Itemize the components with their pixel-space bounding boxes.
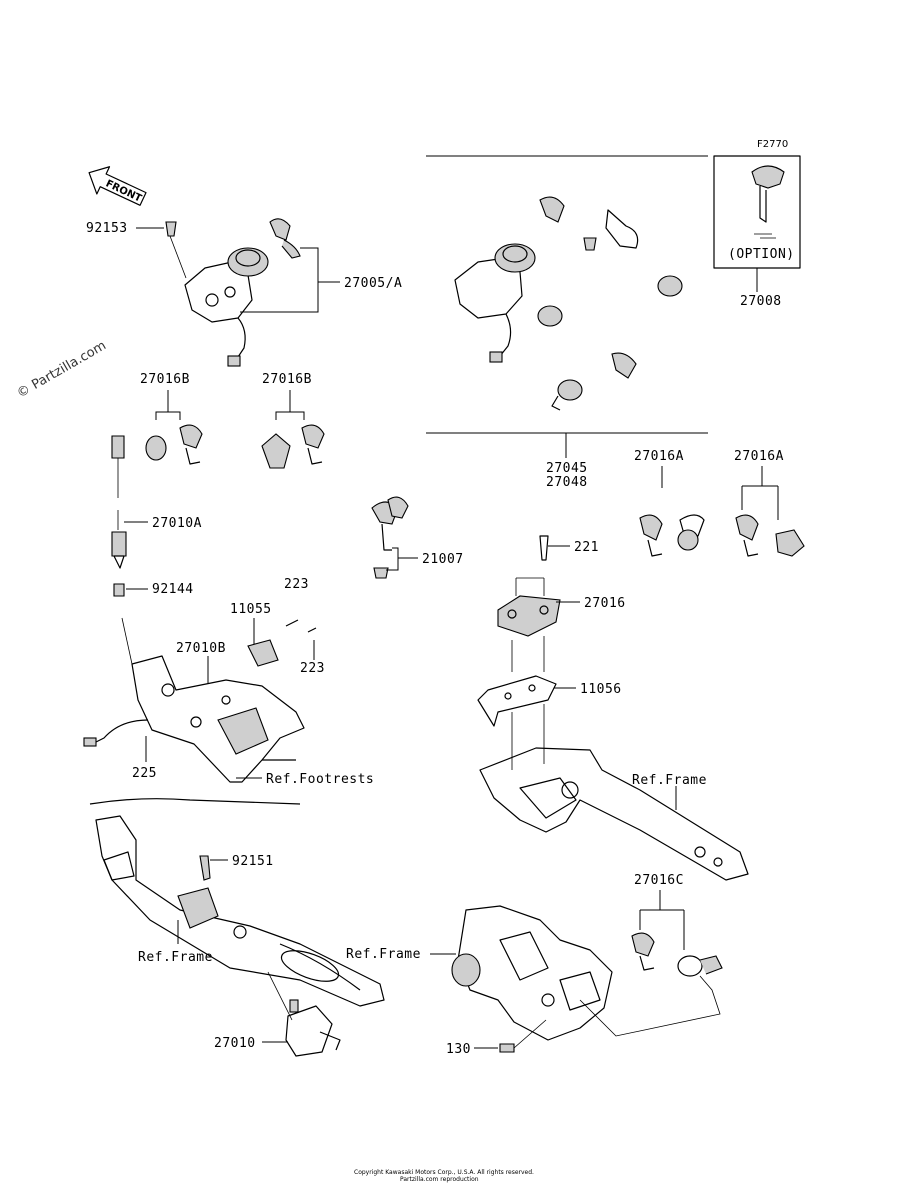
footer-copyright-2: Partzilla.com reproduction (400, 1176, 479, 1183)
key-icon (735, 514, 759, 541)
frame-section-lower-right (451, 905, 613, 1041)
key-option-box: (OPTION) (713, 155, 801, 269)
part-27010a-label: 27010A (152, 516, 202, 531)
lock-cylinder-icon (677, 529, 699, 551)
lock-cylinder-icon (145, 435, 167, 461)
part-27045-label: 27045 (546, 461, 588, 476)
part-223-label-b: 223 (300, 661, 325, 676)
ignition-switch-assembly (184, 247, 269, 367)
key-icon (631, 932, 655, 957)
part-130-label: 130 (446, 1042, 471, 1057)
watermark: © Partzilla.com (15, 338, 109, 401)
part-92153-label: 92153 (86, 221, 128, 236)
lock-cable (111, 435, 127, 569)
part-225-label: 225 (132, 766, 157, 781)
part-27016c-label: 27016C (634, 873, 684, 888)
ref-frame-label-1: Ref.Frame (632, 773, 707, 788)
part-27010-label: 27010 (214, 1036, 256, 1051)
part-27016a-label-1: 27016A (634, 449, 684, 464)
part-27005a-label: 27005/A (344, 276, 402, 291)
lock-bracket-27016 (497, 595, 561, 637)
ref-frame-label-2: Ref.Frame (138, 950, 213, 965)
part-27010b-label: 27010B (176, 641, 226, 656)
lock-cylinder-icon (775, 529, 805, 557)
part-27016-label: 27016 (584, 596, 626, 611)
part-221-label: 221 (574, 540, 599, 555)
part-27008-label: 27008 (740, 294, 782, 309)
lock-unit-27010 (285, 999, 341, 1057)
frame-section-lower-left (89, 798, 385, 1007)
part-92144-label: 92144 (152, 582, 194, 597)
part-223-label-a: 223 (284, 577, 309, 592)
part-27016b-label-2: 27016B (262, 372, 312, 387)
ref-footrests-label: Ref.Footrests (266, 772, 374, 787)
key-icon (639, 514, 663, 541)
key-icon (269, 218, 301, 259)
ref-frame-label-3: Ref.Frame (346, 947, 421, 962)
key-icon (179, 424, 203, 449)
part-11055-label: 11055 (230, 602, 272, 617)
option-label: (OPTION) (728, 247, 795, 262)
lock-cylinder-27016c (677, 955, 723, 977)
key-set-21007 (371, 496, 409, 579)
frame-section-right (479, 747, 749, 881)
footrest-bracket (83, 617, 305, 783)
lock-cylinder-icon (261, 433, 291, 469)
figure-code: F2770 (757, 139, 788, 150)
plate-11056 (477, 675, 557, 727)
clamp-icon (247, 639, 279, 667)
part-92151-label: 92151 (232, 854, 274, 869)
part-27016b-label-1: 27016B (140, 372, 190, 387)
part-11056-label: 11056 (580, 682, 622, 697)
key-icon (301, 424, 325, 449)
spring-icon (113, 583, 125, 597)
front-arrow-icon: FRONT (88, 166, 147, 206)
footer-copyright: Copyright Kawasaki Motors Corp., U.S.A. … (354, 1169, 534, 1176)
part-27016a-label-2: 27016A (734, 449, 784, 464)
part-27048-label: 27048 (546, 475, 588, 490)
switch-assembly-exploded (454, 196, 683, 411)
part-21007-label: 21007 (422, 552, 464, 567)
